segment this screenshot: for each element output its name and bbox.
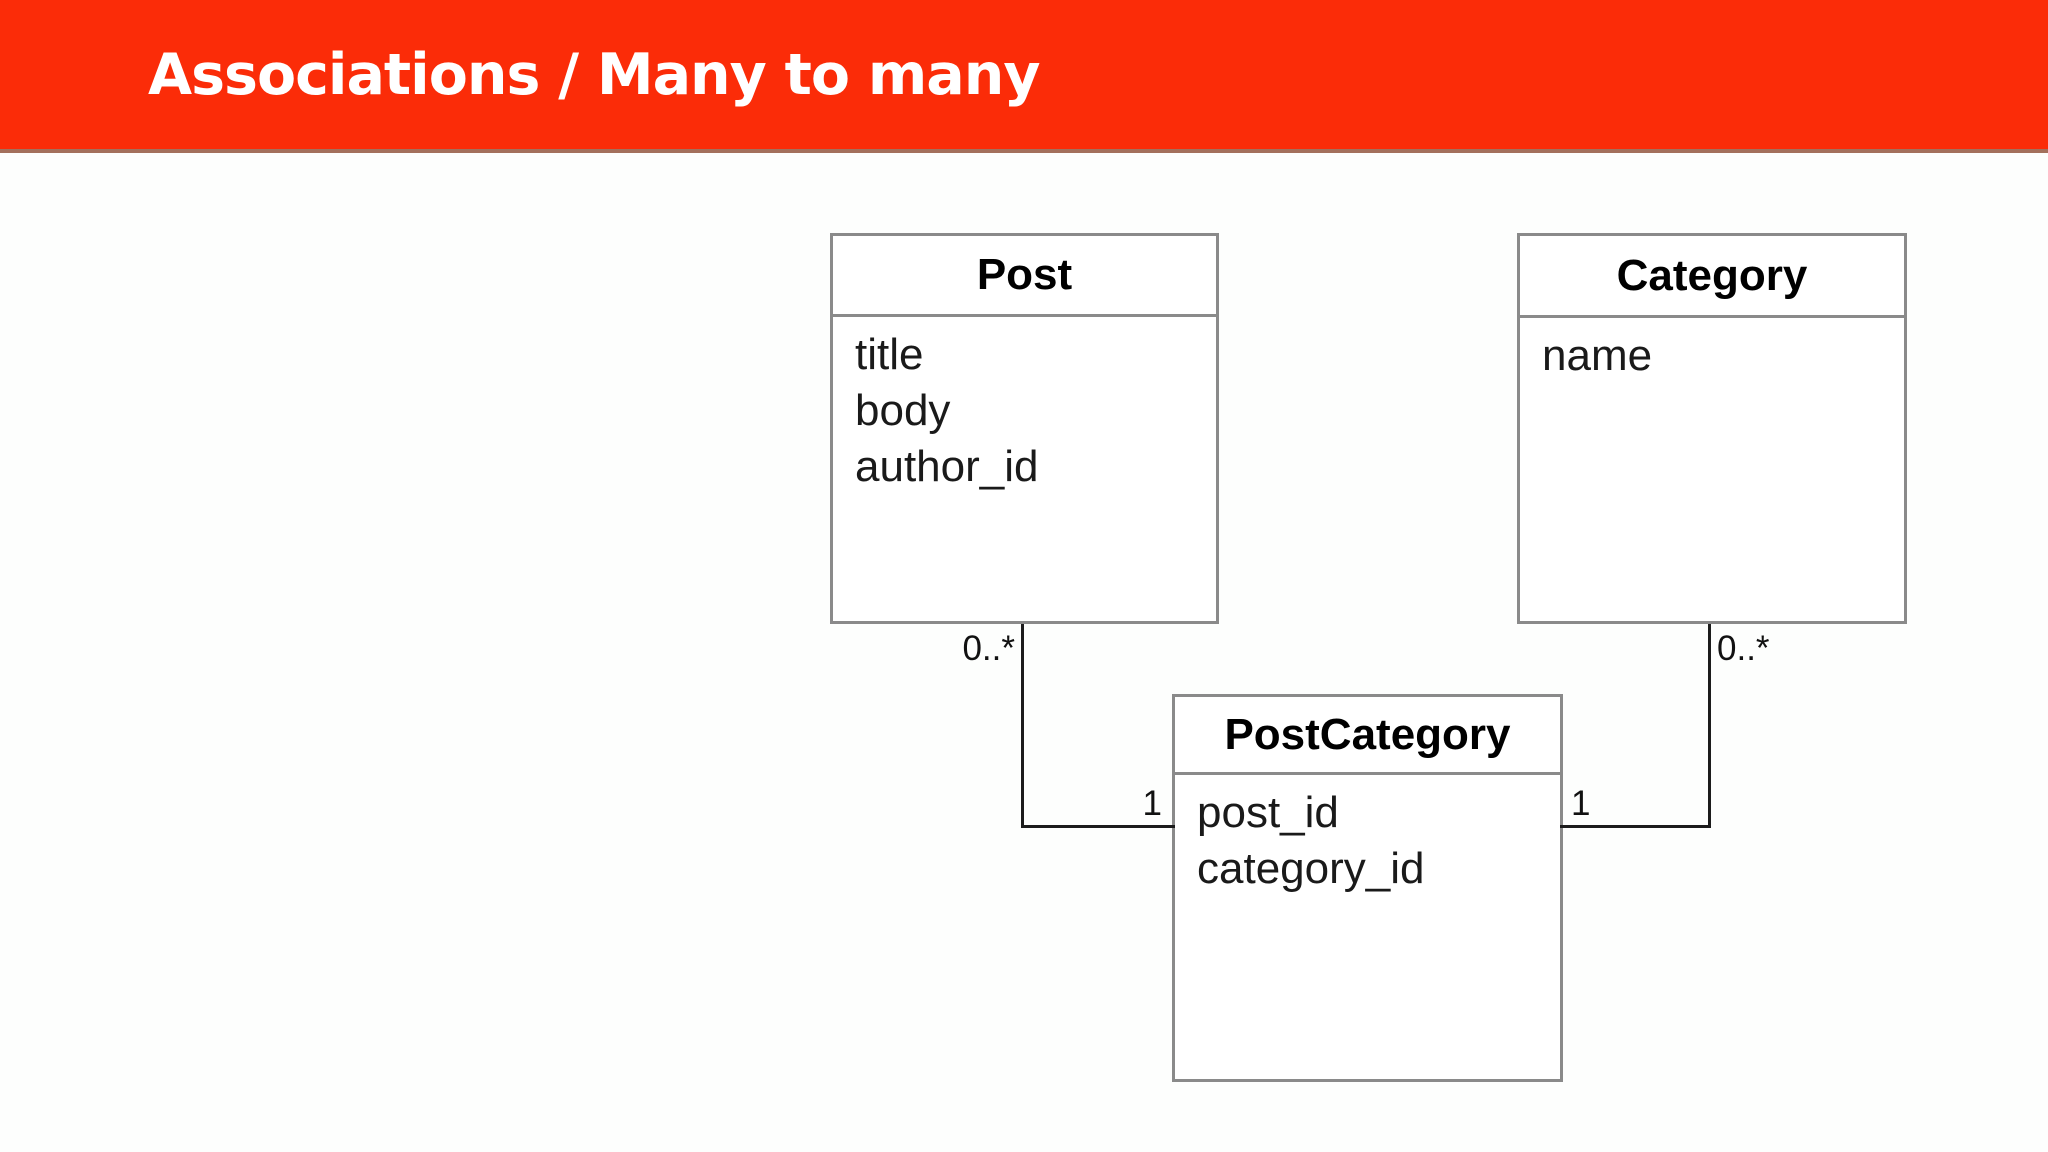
entity-fields-post: title body author_id xyxy=(833,317,1216,495)
entity-title-postcategory: PostCategory xyxy=(1175,697,1560,775)
edge-category-postcategory-vertical xyxy=(1708,624,1711,828)
entity-fields-category: name xyxy=(1520,318,1904,384)
field-category-id: category_id xyxy=(1197,844,1425,893)
multiplicity-postcategory-left-one: 1 xyxy=(1142,784,1162,823)
multiplicity-category-many: 0..* xyxy=(1717,629,1770,668)
multiplicity-postcategory-right-one: 1 xyxy=(1571,784,1591,823)
edge-post-postcategory-horizontal xyxy=(1021,825,1175,828)
slide-title: Associations / Many to many xyxy=(148,41,1040,108)
edge-post-postcategory-vertical xyxy=(1021,624,1024,828)
field-body: body xyxy=(855,386,951,435)
entity-fields-postcategory: post_id category_id xyxy=(1175,775,1560,897)
slide-header-bar: Associations / Many to many xyxy=(0,0,2048,153)
field-name: name xyxy=(1542,331,1653,380)
entity-box-postcategory: PostCategory post_id category_id xyxy=(1172,694,1563,1082)
multiplicity-post-many: 0..* xyxy=(962,629,1015,668)
entity-title-category: Category xyxy=(1520,236,1904,318)
entity-box-category: Category name xyxy=(1517,233,1907,624)
field-title: title xyxy=(855,330,924,379)
entity-box-post: Post title body author_id xyxy=(830,233,1219,624)
entity-title-post: Post xyxy=(833,236,1216,317)
field-author-id: author_id xyxy=(855,442,1039,491)
field-post-id: post_id xyxy=(1197,788,1339,837)
edge-category-postcategory-horizontal xyxy=(1560,825,1711,828)
